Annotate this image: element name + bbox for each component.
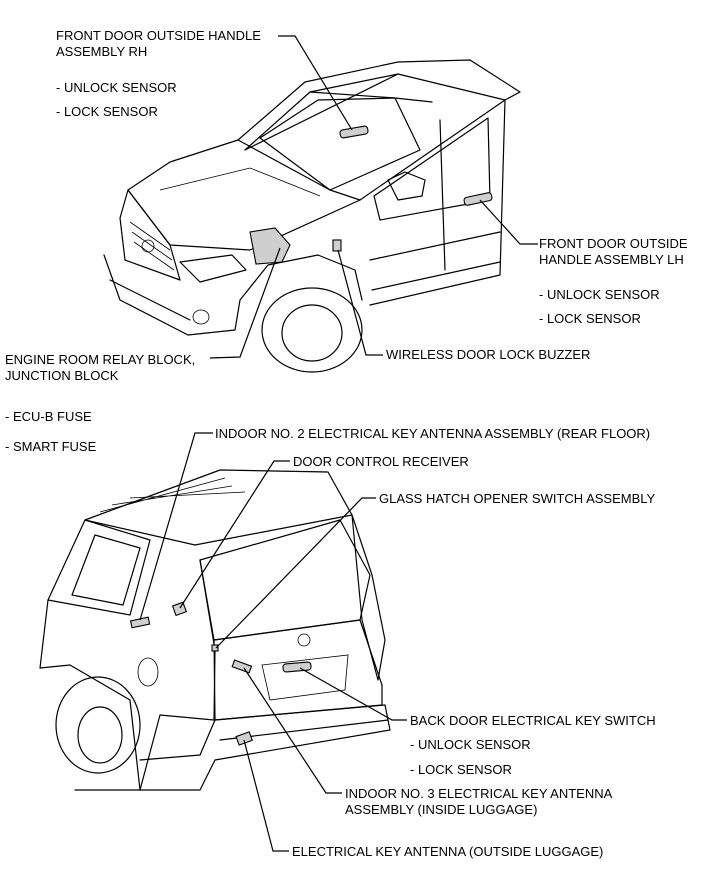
label-wireless-door-lock-buzzer: WIRELESS DOOR LOCK BUZZER (386, 347, 591, 362)
label-handle-lh-lock-sensor: - LOCK SENSOR (539, 311, 641, 326)
indoor2-antenna-part (129, 616, 151, 629)
label-indoor-no3-antenna: INDOOR NO. 3 ELECTRICAL KEY ANTENNA ASSE… (345, 786, 613, 817)
label-smart-fuse: - SMART FUSE (5, 439, 97, 454)
receiver-part (171, 601, 188, 617)
label-electrical-key-antenna-outside: ELECTRICAL KEY ANTENNA (OUTSIDE LUGGAGE) (292, 844, 604, 859)
outside-antenna-part (235, 731, 253, 746)
label-back-door-key-switch: BACK DOOR ELECTRICAL KEY SWITCH (410, 713, 656, 728)
rear-vehicle-illustration (39, 469, 391, 791)
label-handle-rh-lock-sensor: - LOCK SENSOR (56, 104, 158, 119)
label-glass-hatch-opener-switch: GLASS HATCH OPENER SWITCH ASSEMBLY (379, 491, 656, 506)
label-back-door-lock-sensor: - LOCK SENSOR (410, 762, 512, 777)
label-door-control-receiver: DOOR CONTROL RECEIVER (293, 454, 469, 469)
handle-rh-part (339, 125, 369, 139)
label-ecu-b-fuse: - ECU-B FUSE (5, 409, 92, 424)
label-back-door-unlock-sensor: - UNLOCK SENSOR (410, 737, 531, 752)
label-engine-room-relay-block: ENGINE ROOM RELAY BLOCK, JUNCTION BLOCK (5, 352, 196, 383)
label-indoor-no2-antenna: INDOOR NO. 2 ELECTRICAL KEY ANTENNA ASSE… (215, 426, 651, 441)
front-vehicle-illustration (103, 59, 521, 373)
indoor3-antenna-part (231, 659, 253, 674)
label-handle-lh-unlock-sensor: - UNLOCK SENSOR (539, 287, 660, 302)
glass-hatch-switch-part (211, 644, 219, 652)
leader-lines (139, 35, 538, 852)
buzzer-part (332, 239, 342, 252)
label-front-door-handle-lh: FRONT DOOR OUTSIDE HANDLE ASSEMBLY LH (539, 236, 688, 267)
label-handle-rh-unlock-sensor: - UNLOCK SENSOR (56, 80, 177, 95)
handle-lh-part (463, 192, 493, 206)
relay-block-part (249, 227, 291, 265)
label-front-door-handle-rh: FRONT DOOR OUTSIDE HANDLE ASSEMBLY RH (56, 28, 261, 59)
back-door-switch-part (282, 661, 312, 673)
